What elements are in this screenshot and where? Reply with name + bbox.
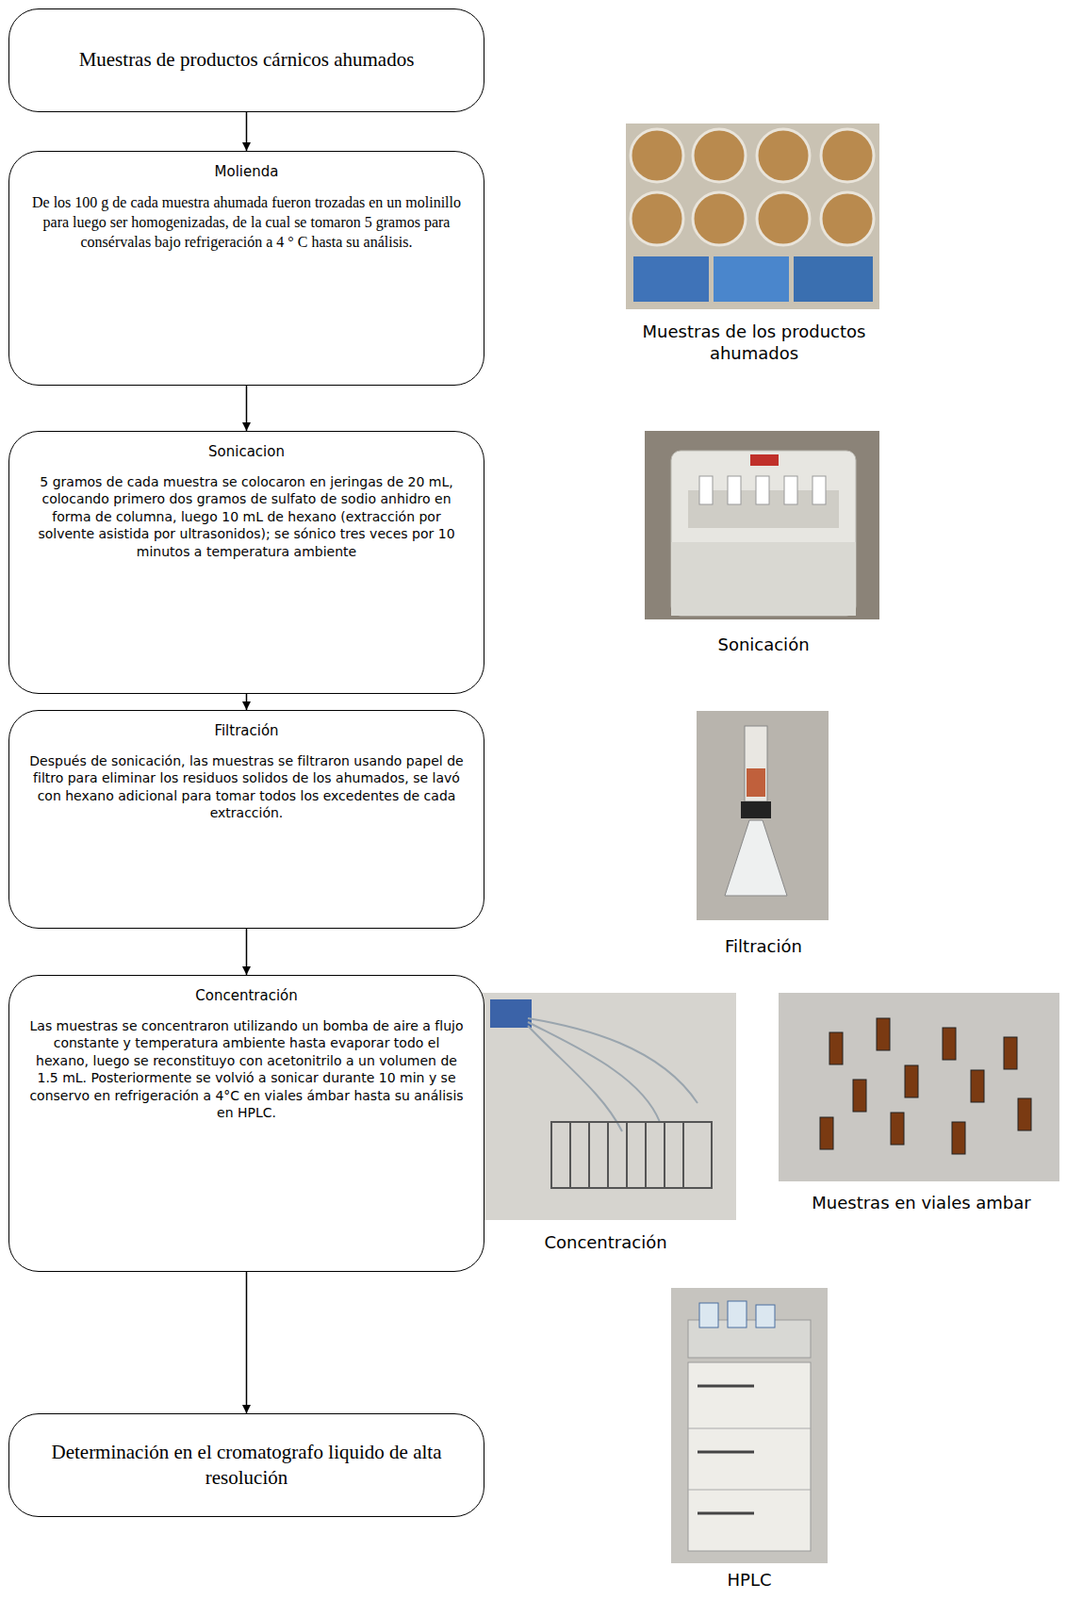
photo-caption: HPLC bbox=[659, 1568, 839, 1591]
step-heading: Filtración bbox=[213, 722, 279, 739]
photo-caption: Muestras en viales ambar bbox=[782, 1191, 1061, 1214]
sonicator-photo bbox=[644, 430, 880, 620]
photo-caption: Muestras de los productos ahumados bbox=[603, 320, 905, 365]
process-box: FiltraciónDespués de sonicación, las mue… bbox=[8, 709, 485, 929]
box-title: Muestras de productos cárnicos ahumados bbox=[79, 47, 415, 73]
step-description: 5 gramos de cada muestra se colocaron en… bbox=[28, 473, 465, 560]
amber-vials-photo bbox=[778, 992, 1060, 1182]
step-description: Las muestras se concentraron utilizando … bbox=[28, 1017, 465, 1122]
step-heading: Concentración bbox=[195, 986, 297, 1004]
process-box: Muestras de productos cárnicos ahumados bbox=[8, 8, 485, 113]
flow-arrow bbox=[246, 1271, 248, 1413]
step-heading: Molienda bbox=[214, 163, 280, 181]
step-description: Después de sonicación, las muestras se f… bbox=[28, 752, 465, 822]
process-box: Sonicacion 5 gramos de cada muestra se co… bbox=[8, 430, 485, 694]
photo-caption: Filtración bbox=[622, 935, 905, 957]
concentration-photo bbox=[475, 992, 737, 1220]
flow-arrow bbox=[246, 928, 248, 975]
filtration-photo bbox=[696, 710, 829, 920]
hplc-photo bbox=[671, 1287, 828, 1563]
step-heading: Sonicacion bbox=[208, 443, 285, 460]
process-box: ConcentraciónLas muestras se concentraro… bbox=[8, 974, 485, 1272]
step-description: De los 100 g de cada muestra ahumada fue… bbox=[28, 193, 465, 252]
sample-jars-photo bbox=[625, 123, 880, 310]
process-box: Determinación en el cromatografo liquido… bbox=[8, 1412, 485, 1517]
flow-arrow bbox=[246, 112, 248, 151]
flow-arrow bbox=[246, 693, 248, 710]
photo-caption: Sonicación bbox=[622, 633, 905, 656]
flow-arrow bbox=[246, 385, 248, 431]
box-title: Determinación en el cromatografo liquido… bbox=[28, 1439, 465, 1492]
process-box: Molienda De los 100 g de cada muestra ahu… bbox=[8, 150, 485, 386]
photo-caption: Concentración bbox=[476, 1231, 736, 1253]
